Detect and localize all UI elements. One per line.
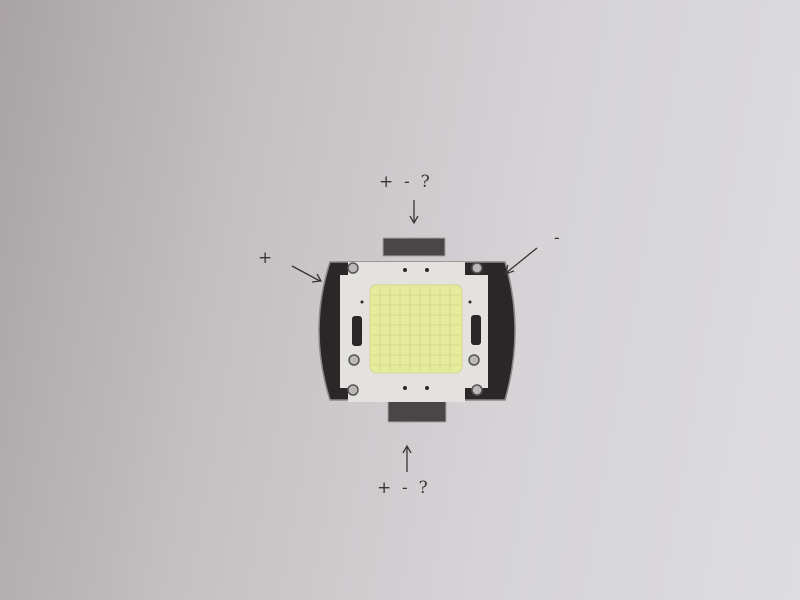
left-slot (352, 316, 362, 346)
annotation-left: + (258, 248, 273, 268)
board-dots (360, 268, 472, 390)
led-grid (372, 287, 460, 371)
mounting-screws (347, 262, 483, 396)
led-emitter (369, 284, 463, 374)
arrows (291, 200, 538, 472)
right-slot (471, 315, 481, 345)
bottom-solder-tab (387, 399, 447, 423)
annotation-top: + - ? (379, 172, 430, 192)
annotation-right: - (554, 228, 560, 248)
top-solder-tab (382, 237, 446, 257)
annotation-bottom: + - ? (377, 478, 428, 498)
